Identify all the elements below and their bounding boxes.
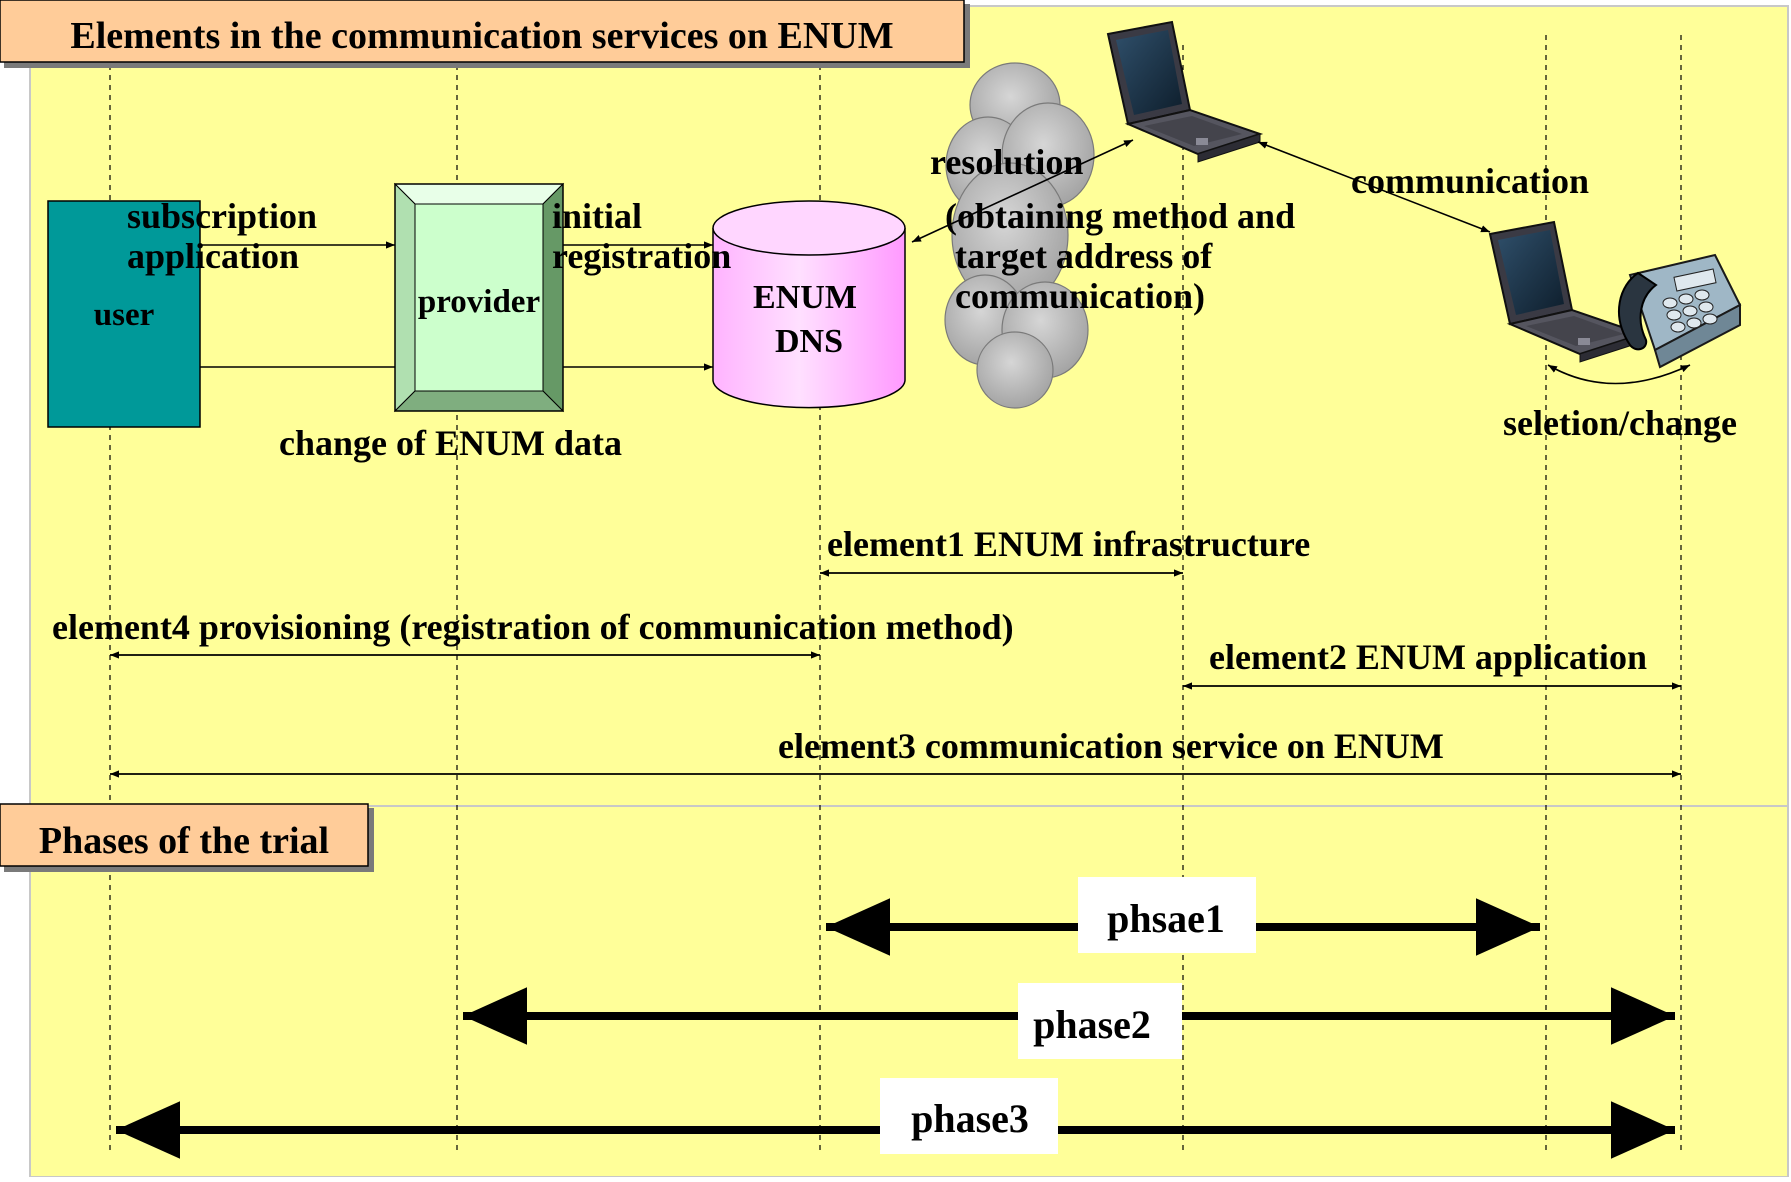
enum-dns-label-line1: ENUM: [753, 279, 857, 316]
selection-change-arrow: [1547, 364, 1691, 385]
resolution-arrow: [911, 139, 1134, 243]
subscription-label-line2: application: [127, 236, 299, 276]
subscription-label-line1: subscription: [127, 196, 317, 236]
elements-panel: [29, 5, 1789, 807]
communication-label: communication: [1351, 161, 1589, 201]
phase2-label-box: [1018, 983, 1182, 1059]
initial-registration-line1: initial: [552, 196, 642, 236]
change-enum-data-label: change of ENUM data: [279, 423, 622, 463]
resolution-label-line4: communication): [955, 276, 1205, 316]
laptop-icon: [1488, 220, 1646, 363]
resolution-label-line2: (obtaining method and: [945, 196, 1295, 236]
phase1-label-box: [1078, 877, 1256, 953]
phase1-label: phsae1: [1107, 896, 1225, 941]
provider-box: [393, 182, 565, 413]
user-box: [47, 200, 201, 428]
user-label: user: [94, 297, 155, 333]
resolution-label-line3: target address of: [955, 236, 1213, 276]
resolution-label-line1: resolution: [930, 142, 1083, 182]
phases-header: Phases of the trial: [0, 803, 374, 872]
phase2-label: phase2: [1033, 1002, 1151, 1047]
elements-header: Elements in the communication services o…: [0, 0, 970, 68]
enum-dns-label-line2: DNS: [775, 323, 843, 360]
element2-label: element2 ENUM application: [1209, 637, 1647, 677]
element1-label: element1 ENUM infrastructure: [827, 524, 1310, 564]
enum-dns-cylinder: [712, 200, 906, 409]
element-ranges: [110, 569, 1681, 778]
phase3-label-box: [880, 1078, 1058, 1154]
phases-title: Phases of the trial: [39, 820, 329, 862]
communication-arrow: [1257, 141, 1491, 233]
initial-registration-line2: registration: [552, 236, 731, 276]
flow-arrows: [200, 139, 1691, 385]
phase3-label: phase3: [911, 1096, 1029, 1141]
laptop-icon: [1106, 20, 1264, 163]
element3-label: element3 communication service on ENUM: [778, 726, 1444, 766]
selection-change-label: seletion/change: [1503, 403, 1737, 443]
element4-label: element4 provisioning (registration of c…: [52, 607, 1014, 647]
telephone-icon: [1617, 253, 1742, 369]
provider-label: provider: [418, 284, 540, 320]
elements-title: Elements in the communication services o…: [70, 15, 893, 57]
